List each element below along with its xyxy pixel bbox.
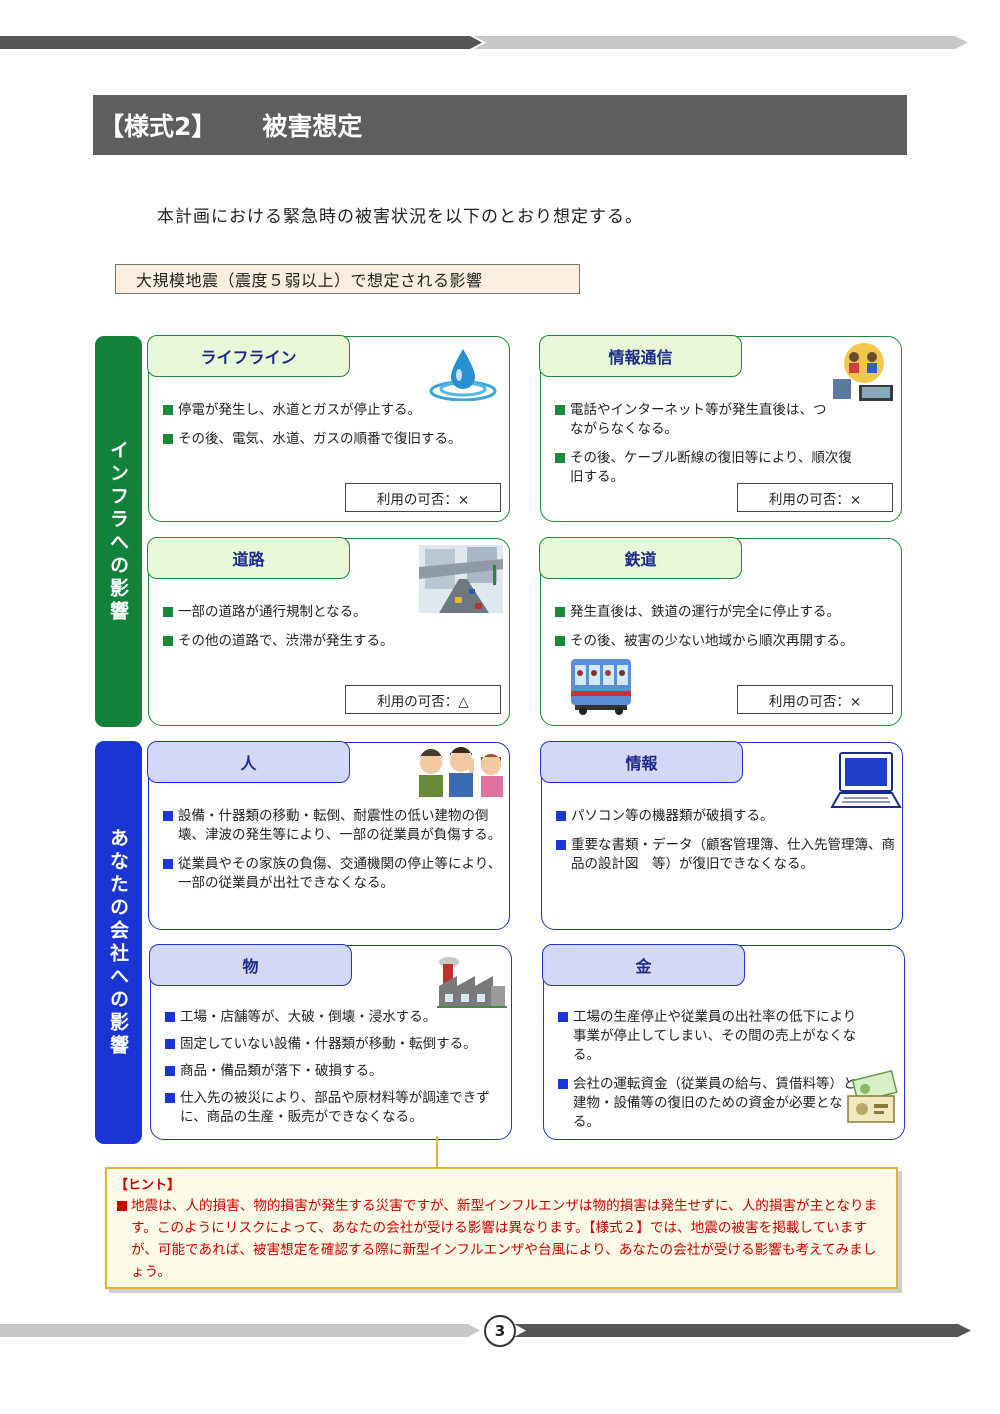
page-title: 被害想定 xyxy=(262,112,363,141)
telecom-list: 電話やインターネット等が発生直後は、つながらなくなる。 その後、ケーブル断線の復… xyxy=(555,401,900,497)
list-item: 商品・備品類が落下・破損する。 xyxy=(165,1062,510,1081)
money-card: 金 工場の生産停止や従業員の出社率の低下により事業が停止してしまい、その間の売上… xyxy=(542,944,905,1142)
lifeline-usability: 利用の可否：× xyxy=(345,483,501,512)
top-bar-arrow xyxy=(460,36,968,49)
list-item: その後、電気、水道、ガスの順番で復旧する。 xyxy=(163,430,508,449)
list-item: 一部の道路が通行規制となる。 xyxy=(163,603,508,622)
list-item: 会社の運転資金（従業員の給与、賃借料等）と建物・設備等の復旧のための資金が必要と… xyxy=(558,1075,868,1132)
road-usability: 利用の可否：△ xyxy=(345,685,501,714)
list-item: 仕入先の被災により、部品や原材料等が調達できずに、商品の生産・販売ができなくなる… xyxy=(165,1089,510,1127)
list-item: 停電が発生し、水道とガスが停止する。 xyxy=(163,401,508,420)
lifeline-card: ライフライン 停電が発生し、水道とガスが停止する。 その後、電気、水道、ガスの順… xyxy=(147,335,510,522)
list-item: 従業員やその家族の負傷、交通機関の停止等により、一部の従業員が出社できなくなる。 xyxy=(163,855,508,893)
information-title: 情報 xyxy=(540,741,743,783)
goods-card: 物 工場・店舗等が、大破・倒壊・浸水する。 固定していない設備・什器類が移動・転… xyxy=(149,944,512,1140)
laptop-icon xyxy=(830,752,902,808)
bottom-bar xyxy=(0,1324,971,1337)
money-list: 工場の生産停止や従業員の出社率の低下により事業が停止してしまい、その間の売上がな… xyxy=(558,1008,868,1142)
top-bar-dark xyxy=(0,36,470,49)
list-item: 工場・店舗等が、大破・倒壊・浸水する。 xyxy=(165,1008,510,1027)
goods-list: 工場・店舗等が、大破・倒壊・浸水する。 固定していない設備・什器類が移動・転倒す… xyxy=(165,1008,510,1127)
list-item: 工場の生産停止や従業員の出社率の低下により事業が停止してしまい、その間の売上がな… xyxy=(558,1008,868,1065)
intro-text: 本計画における緊急時の被害状況を以下のとおり想定する。 xyxy=(157,207,643,227)
factory-icon xyxy=(437,957,507,1008)
information-card: 情報 パソコン等の機器類が破損する。 重要な書類・データ（顧客管理簿、仕入先管理… xyxy=(540,741,903,930)
train-icon xyxy=(571,659,631,715)
railway-card: 鉄道 発生直後は、鉄道の運行が完全に停止する。 その後、被害の少ない地域から順次… xyxy=(539,537,902,726)
list-item: その他の道路で、渋滞が発生する。 xyxy=(163,632,508,651)
company-section-text: あなたの会社への影響 xyxy=(107,827,129,1058)
road-list: 一部の道路が通行規制となる。 その他の道路で、渋滞が発生する。 xyxy=(163,603,508,661)
list-item: 重要な書類・データ（顧客管理簿、仕入先管理簿、商品の設計図 等）が復旧できなくな… xyxy=(556,836,901,874)
telecom-title: 情報通信 xyxy=(539,335,742,377)
assumption-label: 大規模地震（震度５弱以上）で想定される影響 xyxy=(115,264,580,294)
lifeline-list: 停電が発生し、水道とガスが停止する。 その後、電気、水道、ガスの順番で復旧する。 xyxy=(163,401,508,459)
list-item: 発生直後は、鉄道の運行が完全に停止する。 xyxy=(555,603,900,622)
people-title: 人 xyxy=(147,741,350,783)
money-title: 金 xyxy=(542,944,745,986)
telecom-card: 情報通信 電話やインターネット等が発生直後は、つながらなくなる。 その後、ケーブ… xyxy=(539,335,902,522)
list-item: 固定していない設備・什器類が移動・転倒する。 xyxy=(165,1035,510,1054)
list-item: 電話やインターネット等が発生直後は、つながらなくなる。 xyxy=(555,401,835,439)
people-list: 設備・什器類の移動・転倒、耐震性の低い建物の倒壊、津波の発生等により、一部の従業… xyxy=(163,807,508,903)
hint-body: 地震は、人的損害、物的損害が発生する災害ですが、新型インフルエンザは物的損害は発… xyxy=(117,1195,887,1283)
form-number: 【様式2】 xyxy=(99,112,217,141)
lifeline-title: ライフライン xyxy=(147,335,350,377)
water-drop-icon xyxy=(429,349,497,401)
infra-section-text: インフラへの影響 xyxy=(107,439,129,624)
goods-title: 物 xyxy=(149,944,352,986)
information-list: パソコン等の機器類が破損する。 重要な書類・データ（顧客管理簿、仕入先管理簿、商… xyxy=(556,807,901,884)
hint-pointer xyxy=(436,1136,438,1168)
people-card: 人 設備・什器類の移動・転倒、耐震性の低い建物の倒壊、津波の発生等により、一部の… xyxy=(147,741,510,930)
telecom-usability: 利用の可否：× xyxy=(737,483,893,512)
page-title-band: 【様式2】 被害想定 xyxy=(93,95,907,155)
road-traffic-icon xyxy=(419,545,503,613)
railway-title: 鉄道 xyxy=(539,537,742,579)
road-title: 道路 xyxy=(147,537,350,579)
list-item: その後、被害の少ない地域から順次再開する。 xyxy=(555,632,900,651)
railway-usability: 利用の可否：× xyxy=(737,685,893,714)
infra-section-label: インフラへの影響 xyxy=(95,336,142,727)
road-card: 道路 一部の道路が通行規制となる。 その他の道路で、渋滞が発生する。 利用の可否… xyxy=(147,537,510,726)
list-item: 設備・什器類の移動・転倒、耐震性の低い建物の倒壊、津波の発生等により、一部の従業… xyxy=(163,807,508,845)
hint-title: 【ヒント】 xyxy=(115,1178,181,1193)
list-item: その後、ケーブル断線の復旧等により、順次復旧する。 xyxy=(555,449,865,487)
page-number: 3 xyxy=(484,1315,516,1347)
railway-list: 発生直後は、鉄道の運行が完全に停止する。 その後、被害の少ない地域から順次再開す… xyxy=(555,603,900,661)
hint-box: 【ヒント】 地震は、人的損害、物的損害が発生する災害ですが、新型インフルエンザは… xyxy=(105,1167,898,1289)
video-conference-icon xyxy=(833,343,893,401)
list-item: パソコン等の機器類が破損する。 xyxy=(556,807,901,826)
company-section-label: あなたの会社への影響 xyxy=(95,741,142,1144)
worried-people-icon xyxy=(419,747,503,797)
banknotes-icon xyxy=(847,1070,898,1123)
